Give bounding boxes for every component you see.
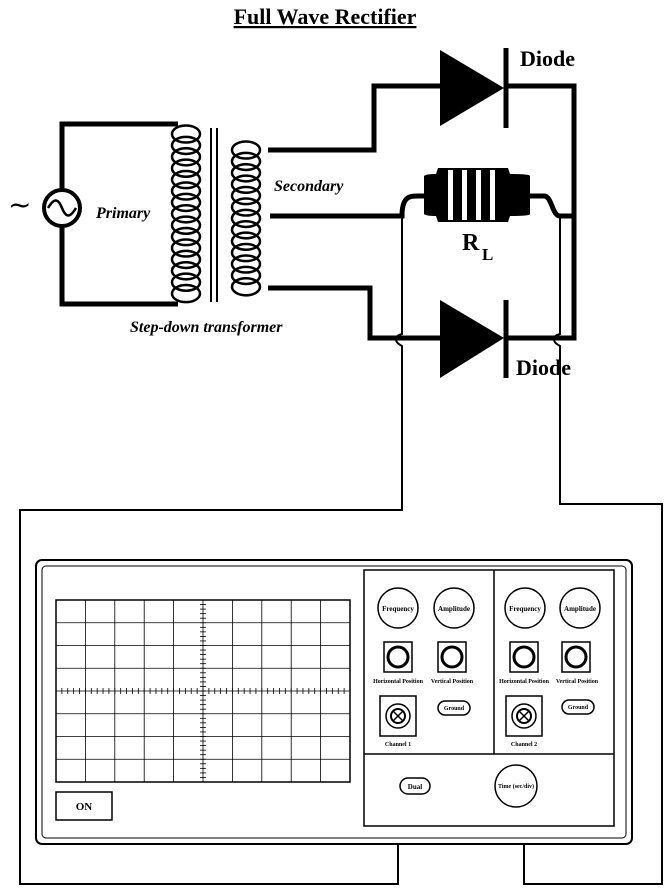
ch2-amplitude-label: Amplitude — [564, 605, 596, 613]
coil-turn — [170, 181, 202, 201]
coil-turn — [230, 220, 262, 240]
transformer-label: Step-down transformer — [130, 319, 283, 336]
coil-turn — [170, 249, 202, 270]
coil-turn — [170, 169, 202, 190]
coil-turn — [170, 192, 202, 213]
ch1-input-connector-icon[interactable] — [379, 695, 417, 737]
ch2-horizontal-position-knob[interactable] — [509, 641, 539, 673]
coil-turn — [170, 226, 202, 247]
power-button[interactable] — [55, 791, 113, 821]
coil-turn — [170, 261, 202, 281]
ac-tilde-symbol: ~ — [8, 188, 31, 221]
load-resistor-icon — [424, 168, 530, 222]
oscilloscope-screen — [55, 599, 351, 783]
top-diode-icon — [440, 48, 509, 128]
ch2-ground-label: Ground — [568, 705, 589, 711]
ch1-vertical-position-knob[interactable] — [437, 641, 467, 673]
oscilloscope-inner — [41, 565, 627, 839]
power-button-label: ON — [76, 801, 93, 813]
dual-button-label: Dual — [408, 783, 422, 791]
secondary-bottom-wire — [268, 285, 440, 341]
primary-label: Primary — [95, 205, 151, 222]
ch1-frequency-knob[interactable] — [377, 587, 419, 629]
coil-turn — [230, 174, 262, 194]
time-knob-label: Time (sec/div) — [498, 783, 534, 790]
coil-turn — [170, 238, 202, 258]
ch1-horizontal-position-knob[interactable] — [383, 641, 413, 673]
ch2-vertical-position-label: Vertical Position — [556, 679, 599, 685]
load-subscript: L — [482, 245, 493, 264]
diode-bottom-label: Diode — [516, 355, 571, 380]
secondary-coil — [230, 140, 262, 297]
coil-turn — [170, 272, 202, 293]
ch1-ground-label: Ground — [444, 706, 465, 712]
ch2-input-label: Channel 2 — [511, 742, 537, 748]
coil-turn — [230, 242, 262, 263]
coil-turn — [170, 158, 202, 178]
ac-source-icon — [42, 188, 82, 228]
ch1-input-label: Channel 1 — [385, 742, 411, 748]
ch1-vertical-position-label: Vertical Position — [431, 679, 474, 685]
coil-turn — [230, 254, 262, 274]
control-panel — [363, 569, 615, 827]
coil-turn — [230, 185, 262, 206]
primary-coil — [170, 124, 202, 304]
ch1-frequency-label: Frequency — [382, 605, 414, 613]
coil-turn — [170, 215, 202, 235]
channel1-controls: Frequency Amplitude Horizontal Position … — [373, 587, 475, 748]
channel2-controls: Frequency Amplitude Horizontal Position … — [499, 587, 601, 748]
coil-turn — [230, 140, 262, 160]
ch2-frequency-knob[interactable] — [504, 587, 546, 629]
load-right-wire — [530, 193, 574, 219]
secondary-label: Secondary — [274, 178, 344, 195]
ch2-horizontal-position-label: Horizontal Position — [499, 679, 549, 685]
probe-wire-channel2 — [523, 216, 663, 885]
coil-turn — [230, 231, 262, 251]
diode-top-label: Diode — [520, 46, 575, 71]
coil-turn — [230, 151, 262, 172]
coil-turn — [230, 265, 262, 286]
coil-turn — [230, 277, 262, 297]
coil-turn — [230, 163, 262, 183]
coil-turn — [170, 135, 202, 156]
coil-turn — [170, 147, 202, 167]
coil-turn — [230, 197, 262, 217]
ch1-horizontal-position-label: Horizontal Position — [373, 679, 423, 685]
page-title: Full Wave Rectifier — [234, 4, 417, 29]
coil-turn — [170, 283, 202, 304]
dual-button[interactable] — [399, 777, 431, 795]
ch2-frequency-label: Frequency — [509, 605, 541, 613]
load-label: R — [462, 230, 480, 256]
bottom-diode-icon — [440, 300, 509, 378]
ch1-amplitude-label: Amplitude — [438, 605, 470, 613]
top-diode-output-wire — [506, 83, 577, 341]
ch2-input-connector-icon[interactable] — [505, 695, 543, 737]
coil-turn — [230, 208, 262, 229]
ch1-amplitude-knob[interactable] — [433, 587, 475, 629]
ch2-amplitude-knob[interactable] — [559, 587, 601, 629]
circuit: ~ Primary Secondary Step-down transforme… — [8, 46, 663, 885]
primary-loop-wire — [59, 121, 178, 307]
ch1-ground-button[interactable] — [437, 700, 471, 716]
oscilloscope: ON Frequency Amplitude Horizontal Positi… — [35, 559, 633, 845]
coil-turn — [170, 124, 202, 144]
ch2-ground-button[interactable] — [561, 699, 595, 715]
probe-wire-channel1 — [19, 216, 403, 885]
coil-turn — [170, 204, 202, 224]
time-knob[interactable] — [494, 764, 538, 808]
ch2-vertical-position-knob[interactable] — [561, 641, 591, 673]
secondary-top-wire — [268, 83, 440, 153]
center-tap-wire — [270, 193, 426, 219]
